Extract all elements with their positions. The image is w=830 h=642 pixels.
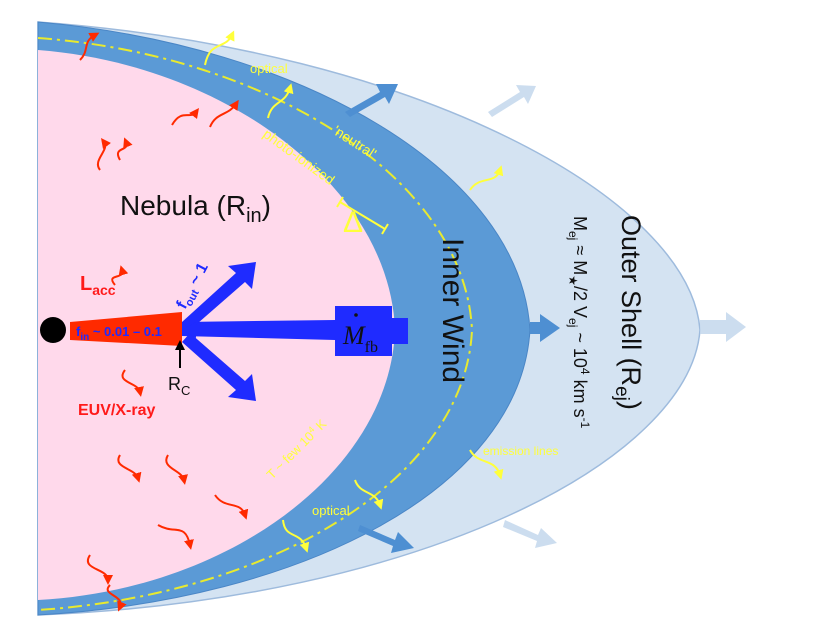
red-wiggle-13 [106, 584, 127, 612]
outflow-arrow-down [182, 333, 256, 401]
red-wiggle-11 [157, 524, 194, 550]
svg-text:Outer Shell (Rej): Outer Shell (Rej) [611, 215, 646, 410]
yellow-wiggle-5 [282, 519, 310, 553]
ejecta-formula: Mej ≈ M★/2 Vej ~ 104 km s-1 [566, 216, 592, 429]
central-star [40, 317, 66, 343]
yellow-wiggle-arrows [204, 30, 504, 553]
outer-arrow-top-small [488, 85, 536, 117]
red-wiggle-6 [111, 265, 129, 286]
inner-arrow-top [345, 84, 398, 117]
red-wiggle-7 [121, 369, 144, 397]
mdot-dot [354, 313, 358, 317]
yellow-wiggle-4 [354, 479, 384, 510]
yellow-wiggle-1 [204, 30, 235, 66]
svg-text:Mej ≈ M★/2 Vej ~ 104 km s-1: Mej ≈ M★/2 Vej ~ 104 km s-1 [566, 216, 592, 429]
mdot-label: Mfb [342, 321, 378, 356]
inner-wind-label: Inner Wind [436, 238, 469, 383]
inner-wind-arrows [345, 84, 560, 553]
inner-arrow-right [530, 314, 560, 342]
red-wiggle-2 [171, 108, 200, 126]
emission-lines-label: emission lines [483, 444, 558, 458]
optical-bottom-label: optical [312, 503, 350, 518]
red-wiggle-12 [86, 554, 113, 585]
red-wiggle-9 [165, 454, 188, 485]
red-wiggle-1 [79, 32, 100, 61]
lacc-label: Lacc [80, 273, 116, 298]
inflow-arrowhead [182, 322, 196, 338]
nebula-label: Nebula (Rin) [120, 190, 271, 227]
yellow-wiggle-2 [267, 83, 294, 119]
inflow-cone [70, 312, 182, 346]
fallback-stream [182, 306, 408, 356]
optical-top-label: optical [250, 61, 288, 76]
outflow-arrow-up [182, 262, 256, 330]
red-wiggle-4 [97, 137, 111, 171]
outer-shell-label: Outer Shell (Rej) [611, 215, 646, 410]
rc-label: RC [168, 374, 190, 398]
red-wiggle-5 [117, 137, 133, 161]
delta-bracket [336, 196, 389, 235]
delta-label: Δ [343, 206, 363, 239]
euv-label: EUV/X-ray [78, 402, 155, 419]
rc-pointer-head [175, 340, 185, 350]
fin-label: fin ~ 0.01 – 0.1 [76, 324, 162, 343]
red-wiggle-8 [117, 454, 142, 483]
red-wiggle-10 [214, 494, 249, 520]
yellow-wiggle-3 [469, 165, 504, 191]
inner-arrow-bottom [358, 525, 414, 553]
yellow-wiggle-6 [469, 449, 504, 480]
outer-shell-arrows [488, 85, 746, 548]
red-wiggle-arrows [79, 32, 249, 612]
fallback-flow [182, 262, 408, 401]
outer-arrow-bottom-small [503, 520, 557, 548]
outer-arrow-right [700, 312, 746, 342]
ionization-front-line [37, 37, 474, 611]
red-wiggle-3 [209, 99, 239, 128]
